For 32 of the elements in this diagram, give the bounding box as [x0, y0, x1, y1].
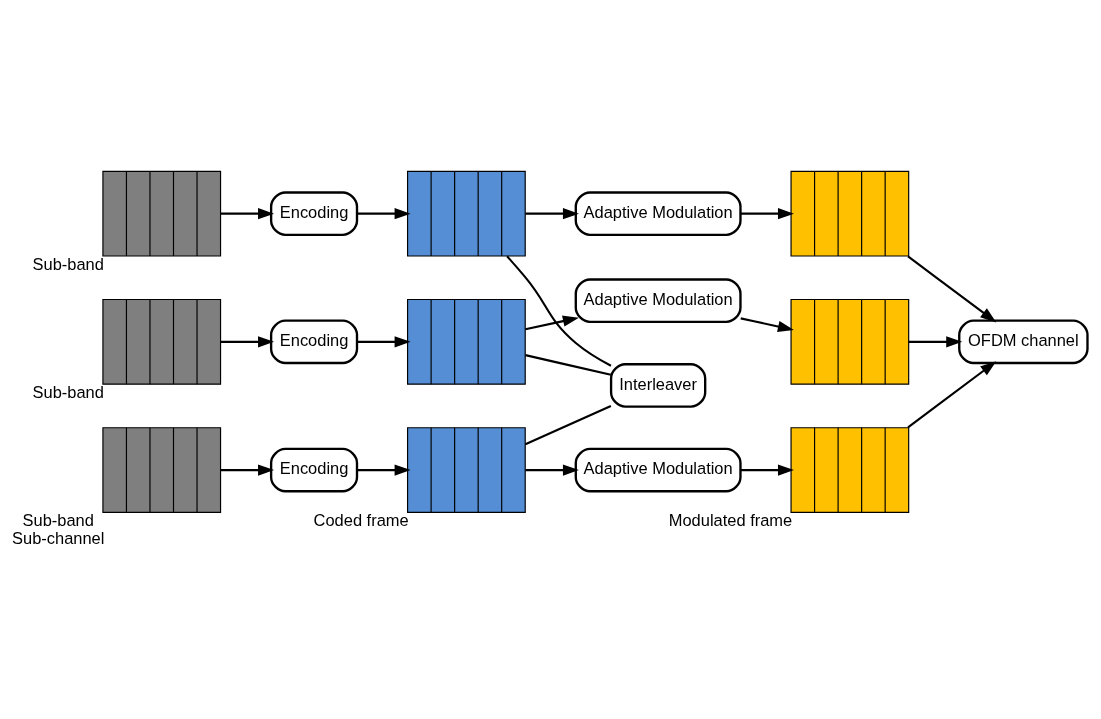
connector	[525, 405, 612, 446]
arrow	[907, 361, 997, 429]
node-label: Sub-band	[22, 511, 94, 530]
arrow	[907, 255, 997, 323]
node-label: Sub-band	[32, 254, 104, 273]
node-box: Adaptive Modulation	[574, 278, 742, 324]
node-box: Encoding	[269, 319, 359, 365]
arrow	[357, 208, 411, 220]
node-label: Coded frame	[313, 511, 409, 530]
node-box: Encoding	[269, 191, 359, 236]
node-box: Interleaver	[609, 363, 707, 408]
arrow	[740, 464, 794, 476]
arrow	[525, 208, 579, 220]
arrow	[909, 336, 963, 348]
node-box: Adaptive Modulation	[574, 191, 742, 236]
arrow	[525, 464, 579, 476]
arrow	[525, 315, 579, 331]
node-box: Adaptive Modulation	[574, 447, 742, 493]
arrow	[220, 336, 275, 348]
connector	[525, 354, 612, 376]
connector	[506, 255, 612, 367]
arrow	[740, 317, 794, 333]
node-label: Modulated frame	[668, 511, 793, 530]
arrow	[357, 336, 411, 348]
node-box: OFDM channel	[958, 319, 1089, 365]
arrow	[740, 208, 794, 220]
arrow	[357, 464, 411, 476]
node-label: Sub-band	[32, 382, 104, 401]
node-label: Sub-channel	[12, 528, 105, 547]
node-box: Encoding	[269, 447, 359, 493]
arrow	[220, 208, 275, 220]
arrow	[220, 464, 275, 476]
